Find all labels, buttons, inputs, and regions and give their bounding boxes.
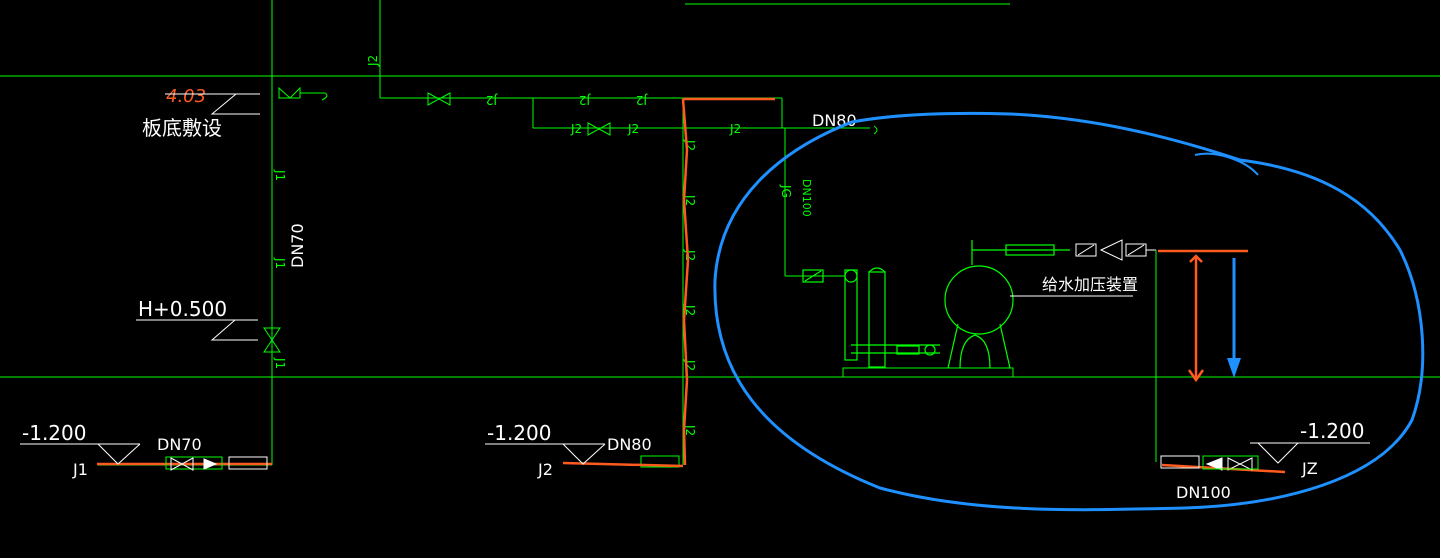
pipe-code-j1-c: J1	[273, 357, 287, 369]
gate-valve-icon	[427, 92, 611, 136]
pipe-code-j1-b: J1	[273, 257, 287, 269]
elevation-h: H+0.500	[138, 297, 227, 321]
device-name: 给水加压装置	[1042, 275, 1138, 294]
size-top-dn80: DN80	[812, 111, 857, 130]
valve-group-j1	[165, 456, 268, 471]
size-j2: DN80	[607, 435, 652, 454]
branch-j2-top	[379, 0, 870, 277]
riser-label-j1: J1	[72, 460, 88, 479]
valve-group-jz	[1160, 455, 1259, 471]
check-valve-icon	[1075, 239, 1157, 462]
gate-valve-icon	[263, 86, 328, 353]
elevation-jz: -1.200	[1300, 419, 1364, 443]
pipe-code-j2-riser-d: J2	[683, 304, 697, 316]
note-text: 板底敷设	[142, 116, 222, 140]
riser-j1	[98, 0, 273, 466]
pipe-code-j2-h3: J2	[636, 93, 648, 107]
highlight-tail	[1194, 152, 1259, 176]
flow-arrow-icon	[1227, 258, 1241, 378]
elevation-symbol-note	[165, 93, 260, 115]
pipe-code-j2-h1: J2	[486, 93, 498, 107]
highlight-ellipse	[713, 111, 1425, 512]
elevation-symbol-j1	[20, 443, 141, 465]
size-jz: DN100	[1176, 483, 1231, 502]
pipe-code-j2-riser-c: J2	[683, 249, 697, 261]
pipe-code-j1-a: J1	[273, 169, 287, 181]
size-jg: DN100	[800, 179, 813, 217]
elevation-symbol-j2	[485, 443, 606, 465]
floor-lines	[0, 3, 1440, 378]
size-j1: DN70	[157, 435, 202, 454]
elevation-symbol-jz	[1250, 442, 1370, 464]
size-riser-j1: DN70	[288, 223, 307, 268]
markup-jz	[1158, 249, 1286, 474]
note-code: 4.03	[166, 86, 206, 107]
pressure-tank-icon	[944, 240, 1070, 369]
pipe-code-j2-h4: J2	[570, 122, 582, 136]
pump-icon	[802, 267, 940, 368]
riser-label-jz: JZ	[1301, 459, 1318, 478]
pipe-code-j2-riser-f: J2	[683, 424, 697, 436]
riser-label-j2: J2	[537, 460, 553, 479]
riser-j2	[640, 98, 684, 468]
pipe-code-j2-h6: J2	[729, 122, 741, 136]
pipe-code-jg: JG	[779, 184, 793, 198]
markup-j2	[562, 97, 775, 468]
pump-base	[842, 367, 1014, 378]
elevation-symbol-h	[136, 319, 258, 341]
elevation-j2: -1.200	[487, 421, 551, 445]
break-mark-icon	[873, 125, 878, 135]
pipe-code-j2-v: J2	[366, 55, 380, 67]
pipe-code-j2-h5: J2	[627, 122, 639, 136]
pipe-code-j2-riser-b: J2	[683, 194, 697, 206]
pipe-code-j2-h2: J2	[579, 93, 591, 107]
elevation-j1: -1.200	[22, 421, 86, 445]
